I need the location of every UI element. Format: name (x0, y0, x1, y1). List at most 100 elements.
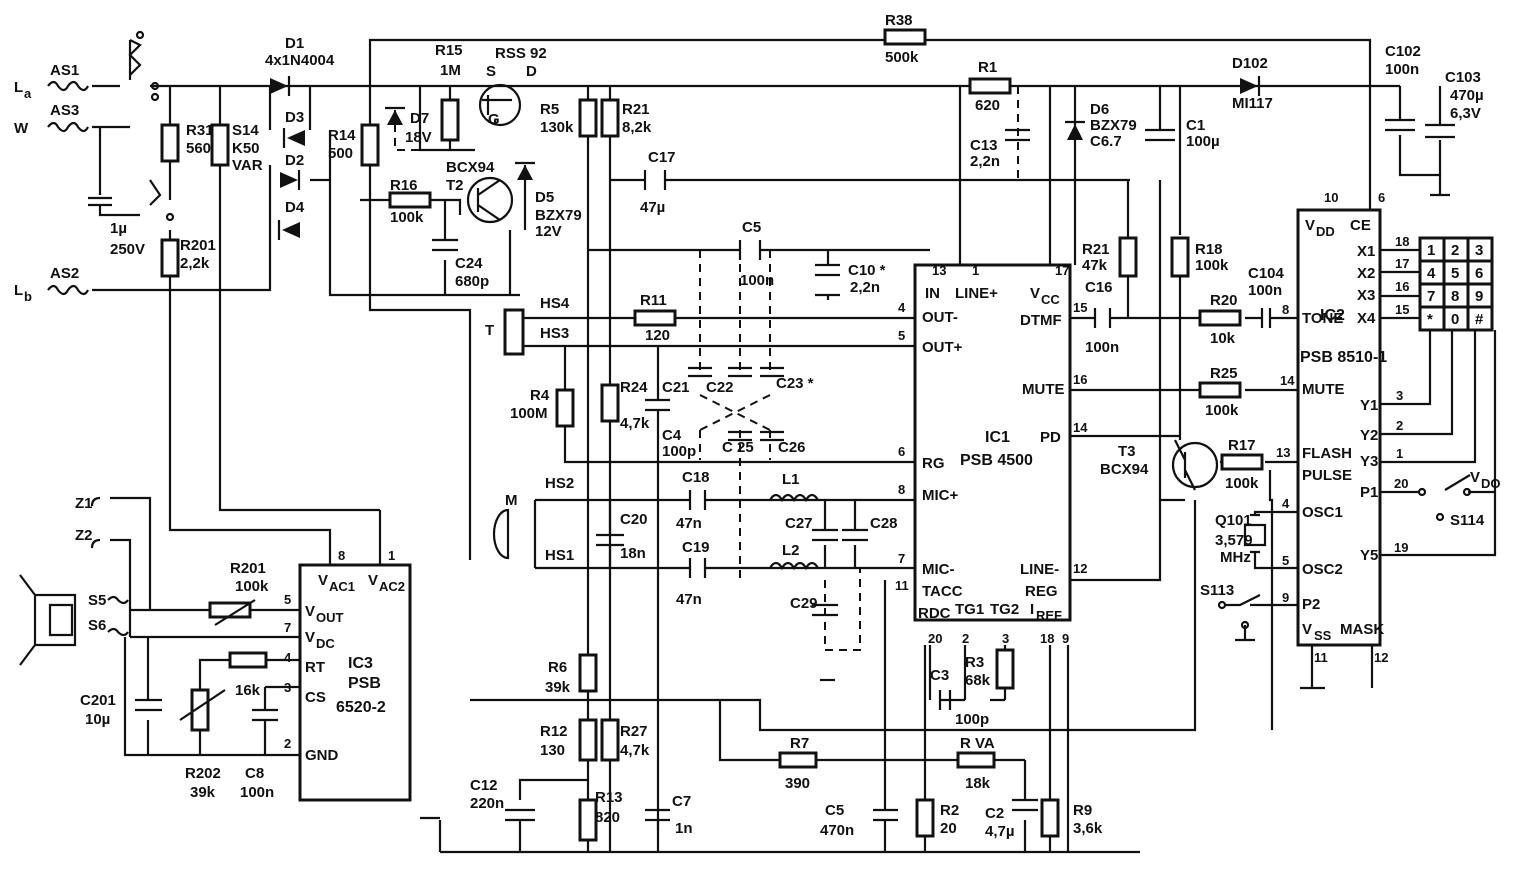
svg-text:100p: 100p (955, 711, 989, 728)
svg-text:C8: C8 (245, 765, 264, 782)
svg-text:AC1: AC1 (329, 579, 355, 594)
svg-text:8,2k: 8,2k (622, 119, 652, 136)
svg-text:3: 3 (1002, 631, 1009, 646)
svg-text:C13: C13 (970, 137, 998, 154)
transistors (466, 83, 1219, 491)
svg-text:3: 3 (1396, 388, 1403, 403)
svg-text:2,2n: 2,2n (970, 153, 1000, 170)
keypad-key-label: 1 (1427, 242, 1435, 259)
svg-text:TACC: TACC (922, 583, 963, 600)
svg-text:C24: C24 (455, 255, 483, 272)
svg-text:TONE: TONE (1302, 310, 1343, 327)
svg-text:R15: R15 (435, 42, 463, 59)
svg-text:V: V (305, 603, 315, 620)
ic3-body (298, 563, 412, 802)
svg-text:13: 13 (1276, 445, 1290, 460)
svg-text:16: 16 (1395, 279, 1409, 294)
svg-text:39k: 39k (190, 784, 216, 801)
svg-text:C18: C18 (682, 469, 710, 486)
svg-text:C12: C12 (470, 777, 498, 794)
svg-text:FLASH: FLASH (1302, 445, 1352, 462)
keypad-key-label: 9 (1475, 288, 1483, 305)
svg-text:OUT: OUT (316, 610, 344, 625)
svg-text:4: 4 (1282, 496, 1290, 511)
optional-connections (394, 86, 1050, 651)
svg-text:R14: R14 (328, 127, 356, 144)
svg-text:14: 14 (1073, 420, 1088, 435)
svg-text:100k: 100k (1205, 402, 1239, 419)
svg-text:C28: C28 (870, 515, 898, 532)
svg-text:Y3: Y3 (1360, 453, 1378, 470)
svg-text:BCX94: BCX94 (1100, 461, 1149, 478)
svg-text:1µ: 1µ (110, 220, 127, 237)
svg-text:R6: R6 (548, 659, 567, 676)
svg-text:D5: D5 (535, 189, 554, 206)
svg-text:11: 11 (1314, 650, 1328, 665)
svg-text:D1: D1 (285, 35, 304, 52)
svg-text:C7: C7 (672, 793, 691, 810)
svg-text:M: M (505, 492, 518, 509)
svg-text:12: 12 (1374, 650, 1388, 665)
svg-text:MI117: MI117 (1232, 95, 1273, 112)
svg-text:R27: R27 (620, 723, 648, 740)
svg-text:560: 560 (186, 140, 211, 157)
svg-text:620: 620 (975, 97, 1000, 114)
svg-text:9: 9 (1062, 631, 1069, 646)
svg-text:15: 15 (1073, 300, 1087, 315)
svg-text:BCX94: BCX94 (446, 159, 495, 176)
svg-text:L: L (14, 79, 23, 96)
svg-text:b: b (24, 289, 32, 304)
svg-text:100k: 100k (1225, 475, 1259, 492)
svg-text:390: 390 (785, 775, 810, 792)
svg-text:I: I (1030, 601, 1034, 618)
svg-text:6520-2: 6520-2 (336, 699, 386, 716)
svg-text:RSS 92: RSS 92 (495, 45, 547, 62)
svg-text:D4: D4 (285, 199, 305, 216)
svg-text:100M: 100M (510, 405, 548, 422)
svg-text:1: 1 (388, 548, 395, 563)
svg-text:HS1: HS1 (545, 547, 574, 564)
keypad-key-label: 5 (1451, 265, 1459, 282)
svg-text:D: D (526, 63, 537, 80)
svg-text:130k: 130k (540, 119, 574, 136)
svg-text:Y5: Y5 (1360, 547, 1378, 564)
svg-text:R21: R21 (622, 101, 650, 118)
svg-text:18: 18 (1395, 234, 1409, 249)
svg-text:1: 1 (972, 263, 979, 278)
svg-text:6: 6 (898, 444, 905, 459)
svg-text:100n: 100n (240, 784, 274, 801)
svg-text:6,3V: 6,3V (1450, 105, 1481, 122)
svg-text:RT: RT (305, 659, 325, 676)
svg-text:4: 4 (284, 650, 292, 665)
svg-text:C16: C16 (1085, 279, 1113, 296)
svg-text:Y2: Y2 (1360, 427, 1378, 444)
svg-text:CE: CE (1350, 217, 1371, 234)
svg-text:12: 12 (1073, 561, 1087, 576)
keypad-key-label: 0 (1451, 311, 1459, 328)
svg-text:C10 *: C10 * (848, 262, 886, 279)
svg-text:3,6k: 3,6k (1073, 820, 1103, 837)
svg-text:W: W (14, 120, 29, 137)
svg-text:AS2: AS2 (50, 265, 79, 282)
svg-text:R2: R2 (940, 802, 959, 819)
svg-text:2: 2 (284, 736, 291, 751)
svg-text:14: 14 (1280, 373, 1295, 388)
svg-text:4,7k: 4,7k (620, 415, 650, 432)
svg-text:X1: X1 (1357, 243, 1375, 260)
diodes (270, 76, 1261, 240)
svg-text:R38: R38 (885, 12, 913, 29)
svg-text:T3: T3 (1118, 443, 1136, 460)
svg-text:K50: K50 (232, 140, 260, 157)
keypad-key-label: * (1427, 311, 1433, 328)
svg-text:18: 18 (1040, 631, 1054, 646)
svg-text:47n: 47n (676, 515, 702, 532)
svg-text:8: 8 (898, 482, 905, 497)
svg-text:V: V (1305, 217, 1315, 234)
svg-text:1n: 1n (675, 820, 693, 837)
svg-text:S114: S114 (1450, 512, 1485, 529)
svg-text:MHz: MHz (1220, 549, 1251, 566)
svg-text:DD: DD (1316, 224, 1335, 239)
svg-text:18k: 18k (965, 775, 991, 792)
